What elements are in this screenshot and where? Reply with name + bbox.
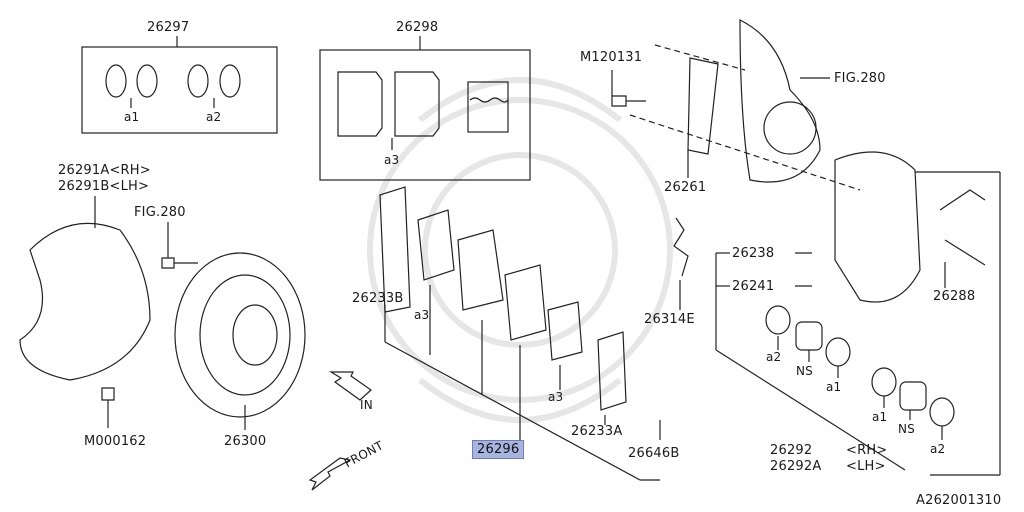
pin-icon	[944, 239, 986, 266]
seal-ring-icon	[105, 64, 127, 98]
part-label-rh: <RH>	[846, 443, 888, 458]
bolt-icon	[161, 257, 198, 269]
part-label-26296-highlighted[interactable]: 26296	[472, 440, 525, 459]
part-label-a2-top: a2	[206, 110, 222, 124]
part-label-a1-mid: a1	[826, 380, 842, 394]
direction-label-in: IN	[360, 398, 373, 412]
part-label-fig280-left: FIG.280	[134, 205, 186, 220]
pad-shim-icon	[379, 186, 411, 313]
part-label-26233b: 26233B	[352, 291, 404, 306]
part-label-a2-mid: a2	[766, 350, 782, 364]
pad-shim-icon	[547, 301, 583, 361]
part-label-26298: 26298	[396, 20, 439, 35]
brake-disc-icon	[174, 252, 306, 418]
seal-ring-icon	[136, 64, 158, 98]
pad-shim-icon	[337, 71, 383, 137]
seal-ring-icon	[765, 305, 791, 335]
pad-shim-icon	[417, 209, 455, 281]
part-label-a1-top: a1	[124, 110, 140, 124]
bleeder-icon	[939, 189, 986, 211]
part-label-fig280-top: FIG.280	[834, 71, 886, 86]
bolt-icon	[611, 95, 646, 107]
part-label-a1-low: a1	[872, 410, 888, 424]
part-label-lh: <LH>	[846, 459, 886, 474]
part-label-m120131: M120131	[580, 50, 643, 65]
part-label-26241: 26241	[732, 279, 775, 294]
in-arrow-icon	[328, 371, 372, 401]
part-label-a3-mid: a3	[548, 390, 564, 404]
part-label-26646b: 26646B	[628, 446, 680, 461]
part-label-26292a: 26292A	[770, 459, 822, 474]
seal-ring-icon	[871, 367, 897, 397]
part-label-a3-kit: a3	[384, 153, 400, 167]
diagram-reference-id: A262001310	[916, 493, 1002, 508]
part-label-26291a: 26291A<RH>	[58, 163, 151, 178]
spring-clip-icon	[673, 217, 689, 277]
part-label-a3-left: a3	[414, 308, 430, 322]
seal-ring-icon	[825, 337, 851, 367]
brake-pad-icon	[504, 264, 547, 341]
caliper-body-icon	[834, 151, 921, 303]
grease-packet-icon	[467, 81, 509, 133]
knuckle-icon	[739, 19, 821, 183]
brake-pad-icon	[457, 229, 504, 311]
part-label-m000162: M000162	[84, 434, 147, 449]
caliper-bracket-icon	[687, 57, 719, 155]
part-label-26233a: 26233A	[571, 424, 623, 439]
part-label-26314e: 26314E	[644, 312, 695, 327]
piston-icon	[899, 381, 927, 411]
part-label-26297: 26297	[147, 20, 190, 35]
part-label-26261: 26261	[664, 180, 707, 195]
part-label-26291b: 26291B<LH>	[58, 179, 150, 194]
bolt-icon	[101, 387, 115, 428]
dust-shield-icon	[19, 222, 151, 381]
part-label-a2-low: a2	[930, 442, 946, 456]
pad-shim-icon	[394, 71, 440, 137]
part-label-26300: 26300	[224, 434, 267, 449]
seal-ring-icon	[187, 64, 209, 98]
kit-box-26297	[81, 46, 278, 134]
pad-shim-icon	[597, 331, 627, 411]
front-arrow-icon	[308, 457, 352, 491]
part-label-ns-mid: NS	[796, 364, 813, 378]
part-label-26292: 26292	[770, 443, 813, 458]
part-label-ns-low: NS	[898, 422, 915, 436]
piston-icon	[795, 321, 823, 351]
seal-ring-icon	[929, 397, 955, 427]
part-label-26288: 26288	[933, 289, 976, 304]
kit-box-26298	[319, 49, 531, 181]
part-label-26238: 26238	[732, 246, 775, 261]
seal-ring-icon	[219, 64, 241, 98]
